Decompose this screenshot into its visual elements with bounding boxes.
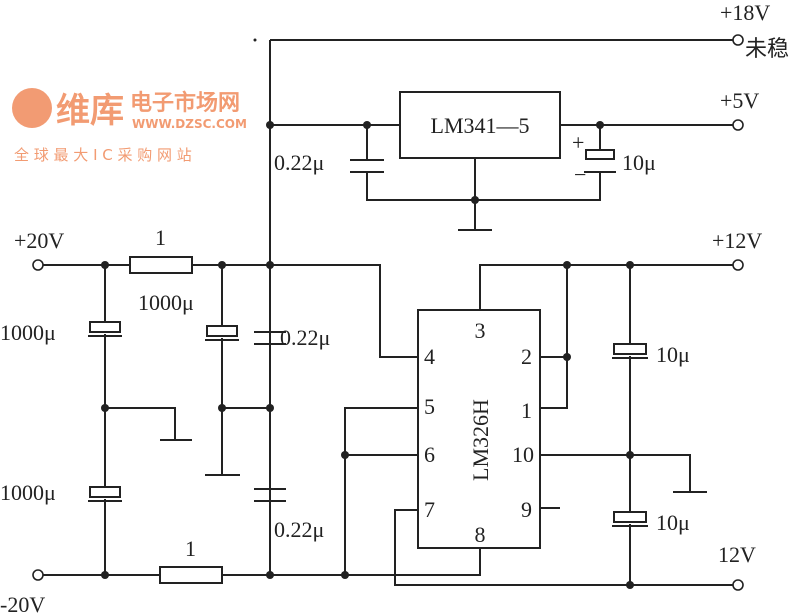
watermark: 维库 电子市场网 WWW.DZSC.COM 全 球 最 大 I C 采 购 网 …	[12, 88, 247, 164]
pin-5: 5	[424, 394, 435, 419]
ic-label: LM326H	[468, 399, 493, 481]
label-r-bottom: 1	[185, 536, 196, 561]
pin-4: 4	[424, 344, 435, 369]
label-plus12v: +12V	[712, 228, 762, 253]
label-plus: +	[572, 130, 584, 155]
regulator-box	[399, 91, 561, 159]
label-c-bypass-bottom: 0.22μ	[274, 517, 324, 542]
label-c-bypass-top: 0.22μ	[280, 325, 330, 350]
label-unregulated: 未稳	[745, 36, 789, 61]
pin-9: 9	[521, 497, 532, 522]
label-plus20v: +20V	[14, 228, 64, 253]
label-minus20v: -20V	[0, 592, 45, 616]
pin-7: 7	[424, 497, 435, 522]
label-c-out-top: 10μ	[656, 342, 690, 367]
regulator-label: LM341—5	[431, 113, 530, 138]
watermark-logo-icon	[12, 88, 52, 128]
pin-8: 8	[475, 522, 486, 547]
label-r-top: 1	[155, 225, 166, 250]
capacitors	[88, 149, 648, 527]
label-plus5v: +5V	[720, 88, 759, 113]
pin-2: 2	[521, 344, 532, 369]
label-minus: −	[574, 162, 586, 187]
watermark-tagline: 全 球 最 大 I C 采 购 网 站	[14, 146, 192, 164]
label-c-reg-in: 0.22μ	[274, 150, 324, 175]
pin-6: 6	[424, 442, 435, 467]
label-c-reg-out: 10μ	[622, 150, 656, 175]
label-c-out-bottom: 10μ	[656, 510, 690, 535]
label-plus18v: +18V	[720, 0, 770, 25]
resistor-top	[129, 256, 193, 274]
ic-box	[417, 309, 541, 549]
junction-dots	[101, 38, 634, 589]
pin-1: 1	[521, 398, 532, 423]
watermark-url: WWW.DZSC.COM	[132, 117, 247, 131]
watermark-site: 电子市场网	[130, 90, 240, 116]
label-12v: 12V	[718, 542, 756, 567]
terminals	[32, 34, 744, 591]
resistor-bottom	[159, 566, 223, 584]
pin-10: 10	[512, 442, 534, 467]
pin-3: 3	[475, 318, 486, 343]
label-c-in-top: 1000μ	[0, 320, 56, 345]
label-c-in-bottom: 1000μ	[0, 480, 56, 505]
label-c-mid: 1000μ	[138, 290, 194, 315]
watermark-brand: 维库	[56, 91, 124, 131]
